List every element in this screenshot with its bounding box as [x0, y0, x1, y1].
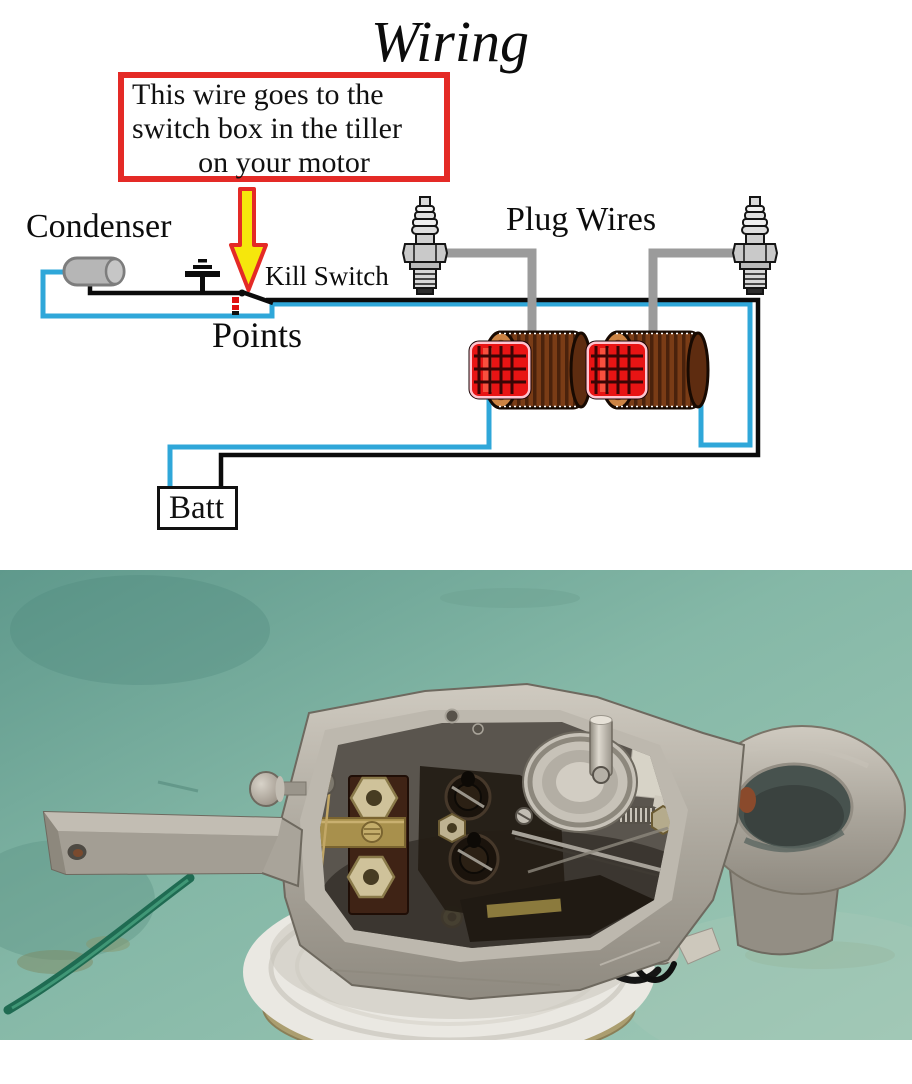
- diagram-title: Wiring: [371, 9, 529, 74]
- blue-wire-battery-to-coil1: [167, 398, 492, 487]
- plug-wire-left: [445, 248, 537, 338]
- mounting-arm: [42, 810, 304, 888]
- flywheel-hub: [522, 715, 638, 833]
- callout-line-2: switch box in the tiller: [132, 112, 402, 145]
- ignition-coil-right-icon: [584, 330, 710, 410]
- flywheel-ring-boss: [698, 725, 906, 895]
- spark-plug-right-icon: [732, 196, 778, 295]
- kill-switch-label: Kill Switch: [265, 261, 389, 291]
- battery-box: Batt: [157, 486, 238, 530]
- points-assembly: [418, 766, 565, 922]
- annotation-callout: This wire goes to the switch box in the …: [118, 72, 450, 182]
- callout-line-3: on your motor: [198, 146, 370, 179]
- wiring-schematic: [40, 187, 778, 487]
- points-contacts-icon: [232, 297, 239, 315]
- rim-hole-1: [444, 708, 460, 724]
- callout-arrow-icon: [229, 187, 268, 292]
- black-wire-switch-to-battery: [218, 297, 761, 486]
- ignition-coil-left-icon: [467, 330, 593, 410]
- ground-wire: [3, 873, 195, 1015]
- battery-label: Batt: [169, 490, 224, 526]
- ground-icon: [185, 259, 220, 294]
- callout-line-1: This wire goes to the: [132, 78, 384, 111]
- magneto-photo: [0, 570, 912, 1070]
- pivot-knob: [249, 771, 307, 807]
- rim-hole-2: [472, 723, 484, 735]
- spark-plug-left-icon: [402, 196, 448, 295]
- condenser-label: Condenser: [26, 208, 172, 245]
- rust-spot: [738, 787, 756, 813]
- brass-stud: [361, 821, 383, 843]
- points-label: Points: [212, 315, 303, 355]
- plug-wire-right: [648, 248, 736, 338]
- plug-wires-label: Plug Wires: [506, 201, 657, 238]
- kill-switch-icon: [238, 289, 274, 306]
- spring-and-links: [460, 804, 670, 942]
- condenser-icon: [62, 256, 126, 287]
- magneto-photo-svg: [0, 570, 912, 1070]
